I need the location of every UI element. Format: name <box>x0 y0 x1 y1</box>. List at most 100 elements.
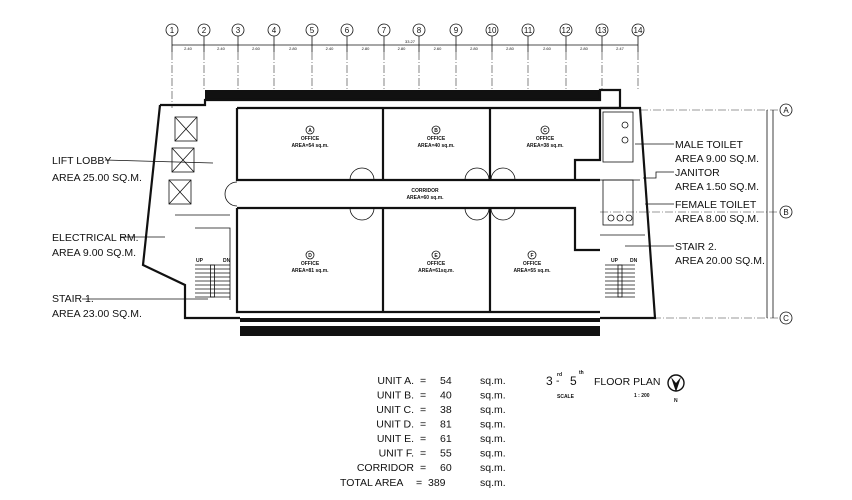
electrical-room-label: ELECTRICAL RM. <box>52 232 139 244</box>
label-text: 7 <box>382 26 387 35</box>
row-bubble-c: C <box>779 311 793 325</box>
overall-dimension: 33.27 <box>405 39 416 44</box>
female-toilet-label: FEMALE TOILET <box>675 199 757 211</box>
label-text: A <box>783 106 789 115</box>
label-text: OFFICE <box>301 136 320 142</box>
label-text: AREA 1.50 SQ.M. <box>675 181 759 193</box>
column-bubble-10: 10 <box>485 23 499 90</box>
column-bubble-13: 13 <box>595 23 609 90</box>
label-text: 2 <box>202 26 207 35</box>
label-text: 13 <box>598 26 607 35</box>
label-text: 3 <box>236 26 241 35</box>
column-bubble-8: 8 <box>412 23 426 90</box>
scale-label: SCALE <box>557 394 575 400</box>
label-text: 5 <box>570 374 577 388</box>
label-text: UNIT F. <box>379 448 414 460</box>
label-text: B <box>434 128 438 134</box>
span-dimension: 2.80 <box>470 46 479 51</box>
column-bubble-3: 3 <box>231 23 245 90</box>
label-text: - <box>556 375 560 387</box>
span-dimension: 2.60 <box>252 46 261 51</box>
label-text: = <box>420 375 426 387</box>
column-bubble-5: 5 <box>305 23 319 90</box>
column-bubble-7: 7 <box>377 23 391 90</box>
span-dimension: 2.60 <box>543 46 552 51</box>
label-text: AREA=55 sq.m. <box>513 268 551 274</box>
label-text: AREA 23.00 SQ.M. <box>52 308 142 320</box>
label-text: TOTAL AREA <box>340 477 403 489</box>
span-dimension: 2.80 <box>506 46 515 51</box>
stair-2 <box>605 264 635 298</box>
column-bubble-11: 11 <box>521 23 535 90</box>
label-text: 5 <box>310 26 315 35</box>
label-text: CORRIDOR <box>357 462 415 474</box>
row-bubble-a: A <box>779 103 793 117</box>
schedule-row: UNIT F. = 55 sq.m. <box>379 448 506 460</box>
label-text: C <box>783 314 789 323</box>
label-text: = <box>420 448 426 460</box>
north-arrow-icon: N <box>667 374 685 404</box>
label-text: UNIT E. <box>377 433 414 445</box>
label-text: OFFICE <box>523 261 542 267</box>
column-bubble-12: 12 <box>559 23 573 90</box>
label-text: sq.m. <box>480 404 506 416</box>
label-text: sq.m. <box>480 448 506 460</box>
toilet-fixtures <box>602 111 634 226</box>
label-text: C <box>543 128 547 134</box>
span-dimension: 2.80 <box>289 46 298 51</box>
corridor: CORRIDOR AREA=60 sq.m. <box>406 188 444 201</box>
label-text: = <box>420 462 426 474</box>
label-text: AREA=60 sq.m. <box>406 195 444 201</box>
column-bubble-14: 14 <box>631 23 645 90</box>
span-dimension: 2.40 <box>217 46 226 51</box>
label-text: AREA 9.00 SQ.M. <box>52 247 136 259</box>
label-text: N <box>674 398 678 404</box>
label-text: 6 <box>345 26 350 35</box>
label-text: rd <box>557 372 562 378</box>
schedule-row: UNIT C. = 38 sq.m. <box>376 404 505 416</box>
label-text: = <box>416 477 422 489</box>
label-text: 54 <box>440 375 452 387</box>
label-text: = <box>420 404 426 416</box>
label-text: 38 <box>440 404 452 416</box>
callouts-left: LIFT LOBBY AREA 25.00 SQ.M. ELECTRICAL R… <box>52 155 214 320</box>
label-text: 14 <box>634 26 643 35</box>
scale-value: 1 : 200 <box>634 393 650 399</box>
label-text: sq.m. <box>480 462 506 474</box>
label-text: 3 <box>546 374 553 388</box>
label-text: AREA 9.00 SQ.M. <box>675 153 759 165</box>
label-text: CORRIDOR <box>411 188 439 194</box>
label-text: OFFICE <box>427 261 446 267</box>
label-text: D <box>308 253 312 259</box>
label-text: 55 <box>440 448 452 460</box>
stair-1-label: STAIR 1. <box>52 293 94 305</box>
label-text: A <box>308 128 312 134</box>
stair-1-up-label: UP <box>196 258 204 264</box>
stair-1 <box>195 264 230 298</box>
label-text: sq.m. <box>480 477 506 489</box>
label-text: = <box>420 419 426 431</box>
label-text: = <box>420 390 426 402</box>
lift-cars <box>168 116 198 205</box>
label-text: sq.m. <box>480 375 506 387</box>
label-text: UNIT D. <box>376 419 414 431</box>
label-text: 11 <box>524 26 533 35</box>
label-text: FLOOR PLAN <box>594 376 661 388</box>
span-dimension: 2.40 <box>326 46 335 51</box>
male-toilet-label: MALE TOILET <box>675 139 743 151</box>
label-text: th <box>579 370 584 376</box>
span-dimension: 2.80 <box>580 46 589 51</box>
stair-2-label: STAIR 2. <box>675 241 717 253</box>
label-text: 1 <box>170 26 175 35</box>
label-text: UNIT C. <box>376 404 414 416</box>
span-dimension: 2.80 <box>398 46 407 51</box>
